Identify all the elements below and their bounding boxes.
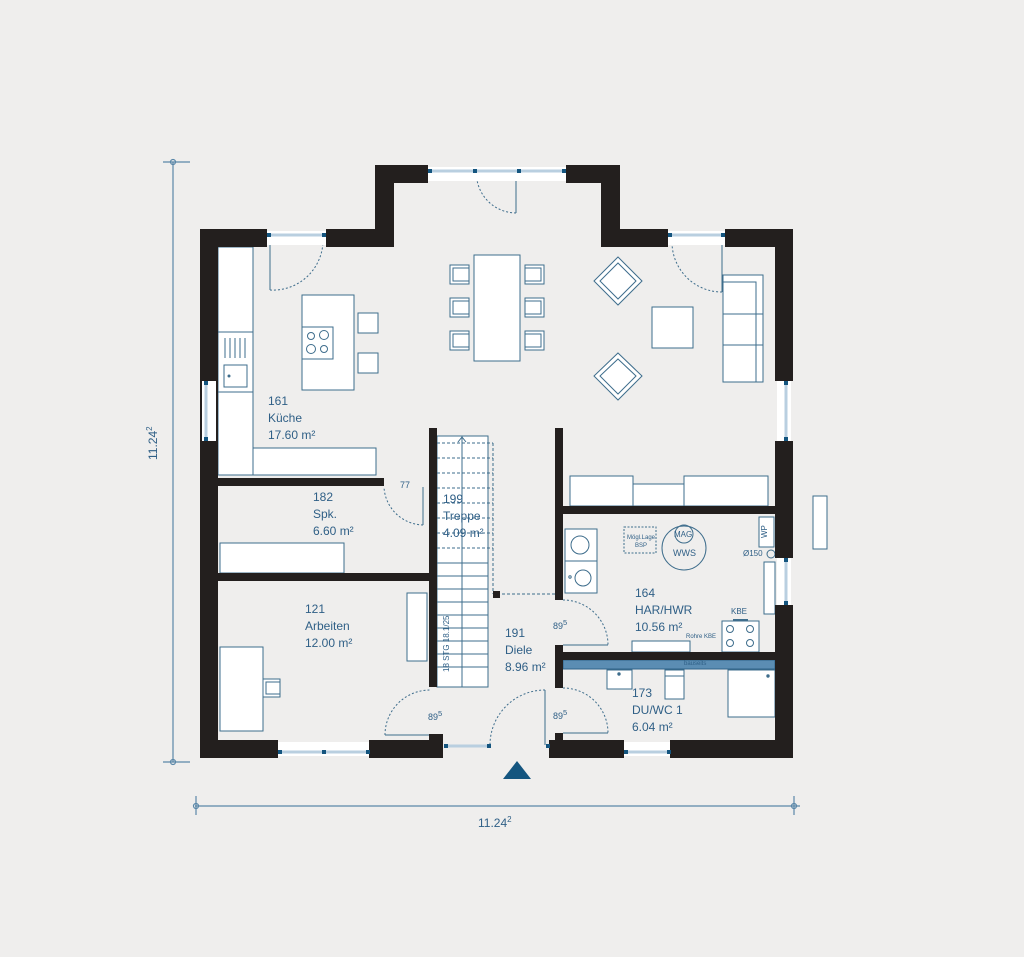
room-name: Arbeiten	[305, 619, 350, 633]
wws-label: WWS	[673, 548, 696, 558]
room-name: Küche	[268, 411, 303, 425]
room-area: 4.09 m²	[443, 526, 484, 540]
dimension-depth-label: 11.242	[145, 426, 160, 460]
room-area: 6.04 m²	[632, 720, 673, 734]
bsp-label-line1: Mögl.Lage	[626, 535, 656, 541]
sideboard	[569, 475, 769, 507]
room-name: DU/WC 1	[632, 703, 683, 717]
room-number: 199	[443, 492, 464, 506]
room-label-kueche: 161 Küche 17.60 m²	[268, 393, 315, 444]
door-width-value: 89	[553, 711, 564, 721]
bathroom-fixtures	[606, 669, 776, 718]
sink-lines	[224, 338, 246, 358]
utility-furniture	[564, 495, 828, 653]
door-swings	[269, 179, 723, 746]
dining-set	[449, 254, 545, 362]
room-name: Diele	[505, 643, 533, 657]
bsp-label-line2: BSP	[634, 543, 647, 549]
door-width-duwc: 895	[553, 708, 567, 721]
room-number: 173	[632, 686, 653, 700]
window-posts	[204, 169, 788, 754]
door-width-value: 77	[400, 480, 411, 490]
rohre-kbe-label: Rohre KBE	[686, 634, 717, 640]
dimension-horizontal	[192, 796, 800, 815]
room-number: 182	[313, 490, 334, 504]
door-width-sup: 5	[563, 618, 568, 627]
room-label-diele: 191 Diele 8.96 m²	[505, 625, 546, 676]
room-label-har-hwr: 164 HAR/HWR 10.56 m²	[635, 585, 692, 636]
entrance-arrow-icon	[503, 761, 531, 779]
door-width-value: 89	[428, 712, 439, 722]
door-width-sup: 5	[438, 709, 443, 718]
mag-label: MAG	[674, 530, 693, 539]
kbe-label: KBE	[731, 607, 748, 616]
room-number: 161	[268, 394, 289, 408]
room-name: HAR/HWR	[635, 603, 693, 617]
room-area: 12.00 m²	[305, 636, 353, 650]
room-label-arbeiten: 121 Arbeiten 12.00 m²	[305, 601, 352, 652]
room-label-treppe: 199 Treppe 4.09 m²	[443, 491, 484, 542]
wp-label: WP	[760, 525, 769, 538]
room-name: Spk.	[313, 507, 338, 521]
room-label-du-wc: 173 DU/WC 1 6.04 m²	[632, 685, 683, 736]
kitchen-counters	[217, 246, 379, 476]
windows	[202, 167, 791, 756]
room-number: 191	[505, 626, 526, 640]
door-width-value: 89	[553, 621, 564, 631]
room-furniture	[219, 542, 428, 732]
room-area: 17.60 m²	[268, 428, 316, 442]
depth-sup: 2	[145, 426, 154, 431]
door-width-spk: 77	[400, 480, 410, 490]
staircase	[436, 435, 556, 688]
flue-label: Ø150	[743, 549, 763, 558]
room-area: 10.56 m²	[635, 620, 683, 634]
room-number: 164	[635, 586, 656, 600]
walls	[200, 165, 793, 758]
living-set	[593, 256, 764, 401]
room-area: 6.60 m²	[313, 524, 354, 538]
stair-count-label: 18 STG 18.1/25	[442, 615, 451, 672]
room-number: 121	[305, 602, 326, 616]
dimension-width-label: 11.242	[478, 815, 512, 830]
room-label-spk: 182 Spk. 6.60 m²	[313, 489, 354, 540]
door-width-har: 895	[553, 618, 567, 631]
dimension-vertical	[163, 158, 190, 766]
room-area: 8.96 m²	[505, 660, 546, 674]
bauseits-bar	[562, 659, 776, 670]
bauseits-label: bauseits	[684, 661, 707, 667]
cooktop-burners	[227, 330, 329, 378]
door-width-arbeiten: 895	[428, 709, 442, 722]
width-sup: 2	[507, 815, 512, 824]
room-name: Treppe	[443, 509, 481, 523]
depth-value: 11.24	[146, 430, 160, 460]
door-width-sup: 5	[563, 708, 568, 717]
width-value: 11.24	[478, 816, 508, 830]
